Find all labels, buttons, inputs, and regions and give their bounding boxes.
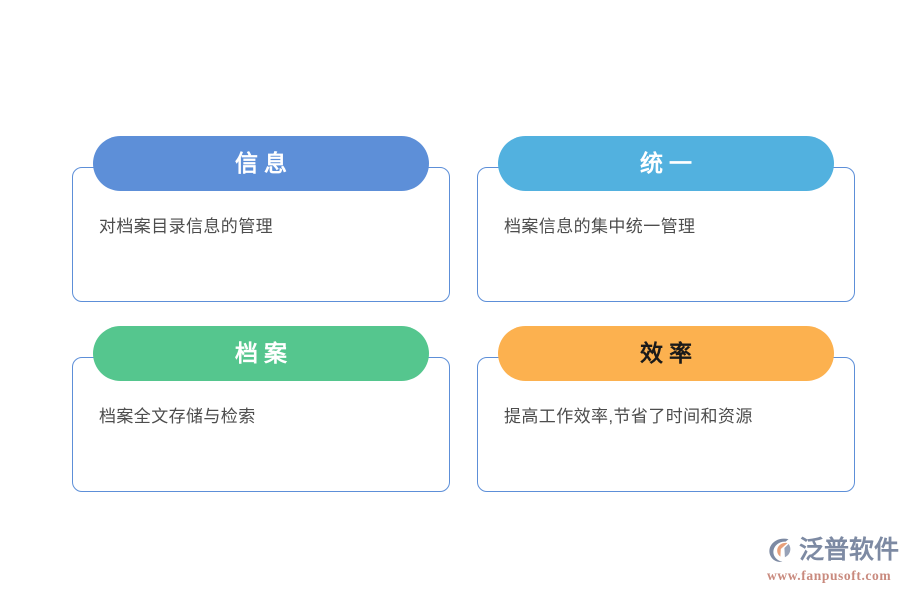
feature-card-body: 档案信息的集中统一管理 bbox=[504, 217, 696, 236]
feature-card-body: 提高工作效率,节省了时间和资源 bbox=[504, 407, 753, 426]
feature-card-title: 统一 bbox=[640, 150, 698, 176]
feature-card-title: 信息 bbox=[235, 150, 293, 176]
fanpu-c-arc-logo-icon bbox=[766, 535, 796, 565]
feature-card-header-pill: 信息 bbox=[93, 136, 429, 191]
feature-card-title: 效率 bbox=[640, 340, 698, 366]
brand-name: 泛普软件 bbox=[799, 535, 900, 564]
brand-url: www.fanpusoft.com bbox=[767, 568, 892, 583]
feature-card-header-pill: 统一 bbox=[498, 136, 834, 191]
feature-card-body: 对档案目录信息的管理 bbox=[99, 217, 273, 236]
feature-card-body: 档案全文存储与检索 bbox=[99, 407, 256, 426]
feature-card-grid: 对档案目录信息的管理 档案信息的集中统一管理 档案全文存储与检索 提高工作效率,… bbox=[72, 136, 855, 492]
feature-card-title: 档案 bbox=[235, 340, 293, 366]
feature-card-header-pill: 档案 bbox=[93, 326, 429, 381]
feature-card-header-pill: 效率 bbox=[498, 326, 834, 381]
brand-watermark: 泛普软件 www.fanpusoft.com bbox=[766, 533, 899, 589]
brand-row: 泛普软件 bbox=[766, 533, 899, 567]
